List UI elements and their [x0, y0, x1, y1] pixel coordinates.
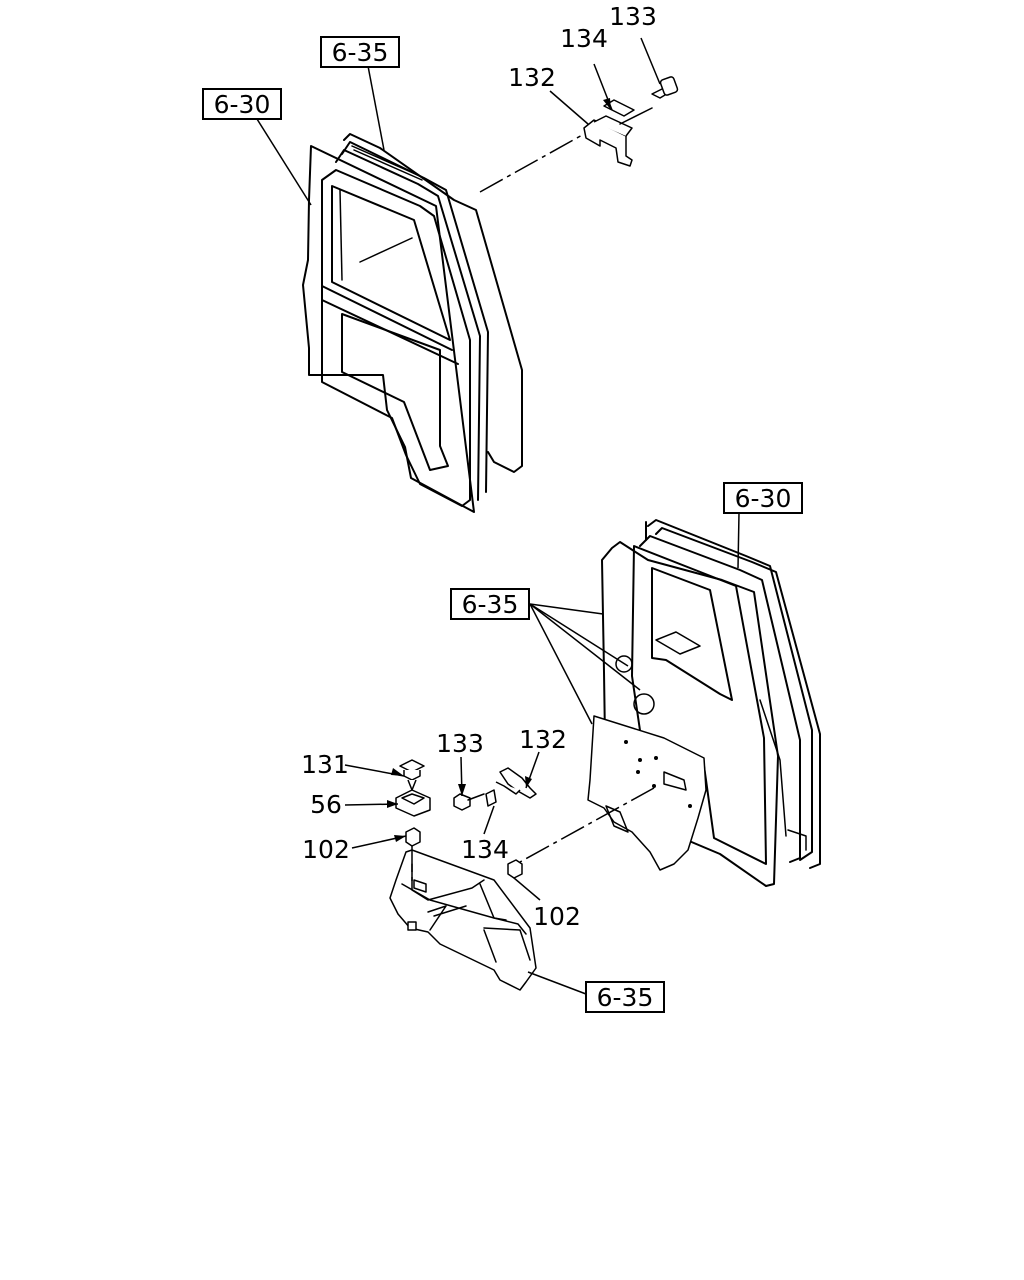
ref-label-6-35-bottom: 6-35 — [597, 983, 654, 1012]
ref-label-6-30-right: 6-30 — [735, 484, 792, 513]
ref-box-6-35-bottom: 6-35 — [585, 981, 665, 1013]
ref-box-6-30-top: 6-30 — [202, 88, 282, 120]
part-label-133-top: 133 — [609, 2, 657, 31]
part-label-133-mid: 133 — [436, 729, 484, 758]
lower-small-parts — [395, 759, 537, 879]
ref-box-6-30-right: 6-30 — [723, 482, 803, 514]
upper-bracket-assembly — [583, 76, 679, 167]
lower-door-frame — [519, 519, 821, 887]
ref-box-6-35-mid: 6-35 — [450, 588, 530, 620]
ref-label-6-35-top: 6-35 — [332, 38, 389, 67]
ref-label-6-35-mid: 6-35 — [462, 590, 519, 619]
door-pull-handle — [389, 846, 537, 991]
ref-box-6-35-top: 6-35 — [320, 36, 400, 68]
part-label-131: 131 — [301, 750, 349, 779]
upper-door-frame — [302, 133, 585, 513]
part-label-134-top: 134 — [560, 24, 608, 53]
leader-arrowheads — [387, 98, 611, 842]
part-label-56: 56 — [310, 790, 342, 819]
ref-label-6-30-top: 6-30 — [214, 90, 271, 119]
part-label-102-left: 102 — [302, 835, 350, 864]
part-label-132-mid: 132 — [519, 725, 567, 754]
part-label-134-mid: 134 — [461, 835, 509, 864]
part-label-102-right: 102 — [533, 902, 581, 931]
part-label-132-top: 132 — [508, 63, 556, 92]
